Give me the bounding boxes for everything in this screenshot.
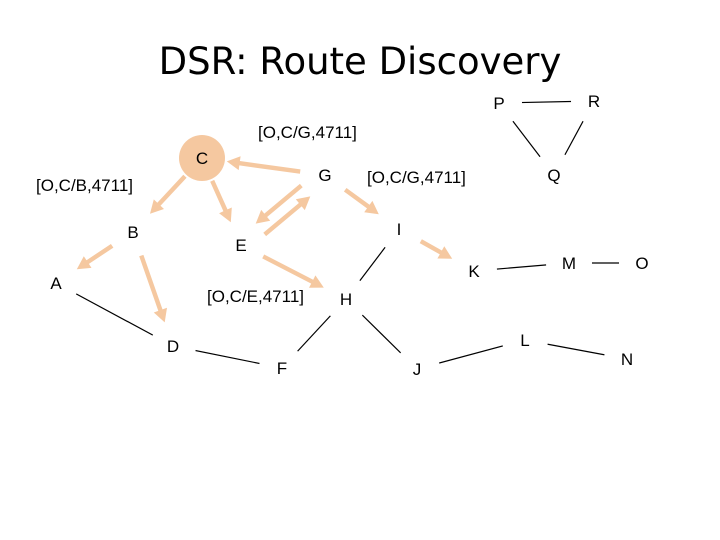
node-circle <box>502 317 548 363</box>
node-label: D <box>167 337 179 356</box>
node-l: L <box>502 317 548 363</box>
node-circle <box>571 78 617 124</box>
node-label: O <box>635 254 648 273</box>
node-circle <box>323 276 369 322</box>
slide-title: DSR: Route Discovery <box>158 40 562 83</box>
node-p: P <box>476 80 522 126</box>
node-a: A <box>33 260 79 306</box>
node-label: P <box>493 94 504 113</box>
node-label: B <box>127 223 138 242</box>
node-c: C <box>179 135 225 181</box>
node-circle <box>33 260 79 306</box>
node-circle <box>451 248 497 294</box>
node-label: J <box>413 360 422 379</box>
node-circle <box>531 152 577 198</box>
node-label: E <box>235 236 246 255</box>
node-circle <box>394 346 440 392</box>
arrow-g-to-i <box>343 188 379 215</box>
node-label: A <box>50 274 62 293</box>
node-label: G <box>318 166 331 185</box>
node-label: M <box>562 254 576 273</box>
arrow-c-to-b <box>150 174 187 214</box>
node-circle <box>476 80 522 126</box>
node-label: H <box>340 290 352 309</box>
annotation-layer: [O,C/G,4711] [O,C/G,4711] [O,C/B,4711] [O,C… <box>36 123 466 306</box>
node-label: C <box>196 149 208 168</box>
node-f: F <box>259 345 305 391</box>
node-label: N <box>621 350 633 369</box>
node-label: I <box>397 220 402 239</box>
arrow-layer <box>76 156 453 323</box>
node-label: F <box>277 359 287 378</box>
arrow-c-to-e <box>210 179 232 223</box>
node-n: N <box>604 336 650 382</box>
node-label: L <box>520 331 529 350</box>
node-circle <box>546 240 592 286</box>
route-record-label: [O,C/E,4711] <box>207 287 304 306</box>
arrow-e-to-g <box>263 196 311 237</box>
node-circle <box>376 206 422 252</box>
node-i: I <box>376 206 422 252</box>
node-g: G <box>302 152 348 198</box>
route-record-label: [O,C/B,4711] <box>36 176 133 195</box>
node-o: O <box>619 240 665 286</box>
node-j: J <box>394 346 440 392</box>
arrow-g-to-e <box>255 183 303 224</box>
node-circle <box>150 323 196 369</box>
node-q: Q <box>531 152 577 198</box>
node-layer: A B C D E F G H I J K L M N O P Q R <box>33 78 665 392</box>
node-label: R <box>588 92 600 111</box>
node-h: H <box>323 276 369 322</box>
node-m: M <box>546 240 592 286</box>
node-circle <box>179 135 225 181</box>
node-circle <box>259 345 305 391</box>
node-circle <box>604 336 650 382</box>
node-circle <box>302 152 348 198</box>
arrow-b-to-a <box>76 244 114 270</box>
node-r: R <box>571 78 617 124</box>
arrow-e-to-h <box>262 254 324 288</box>
node-circle <box>218 222 264 268</box>
arrow-i-to-k <box>419 239 453 259</box>
node-b: B <box>110 209 156 255</box>
node-label: Q <box>547 166 560 185</box>
route-record-label: [O,C/G,4711] <box>367 168 466 187</box>
node-k: K <box>451 248 497 294</box>
arrow-g-to-c <box>226 156 301 174</box>
node-circle <box>110 209 156 255</box>
arrow-b-to-d <box>139 254 167 323</box>
node-d: D <box>150 323 196 369</box>
node-circle <box>619 240 665 286</box>
route-record-label: [O,C/G,4711] <box>258 123 357 142</box>
node-label: K <box>468 262 480 281</box>
node-e: E <box>218 222 264 268</box>
